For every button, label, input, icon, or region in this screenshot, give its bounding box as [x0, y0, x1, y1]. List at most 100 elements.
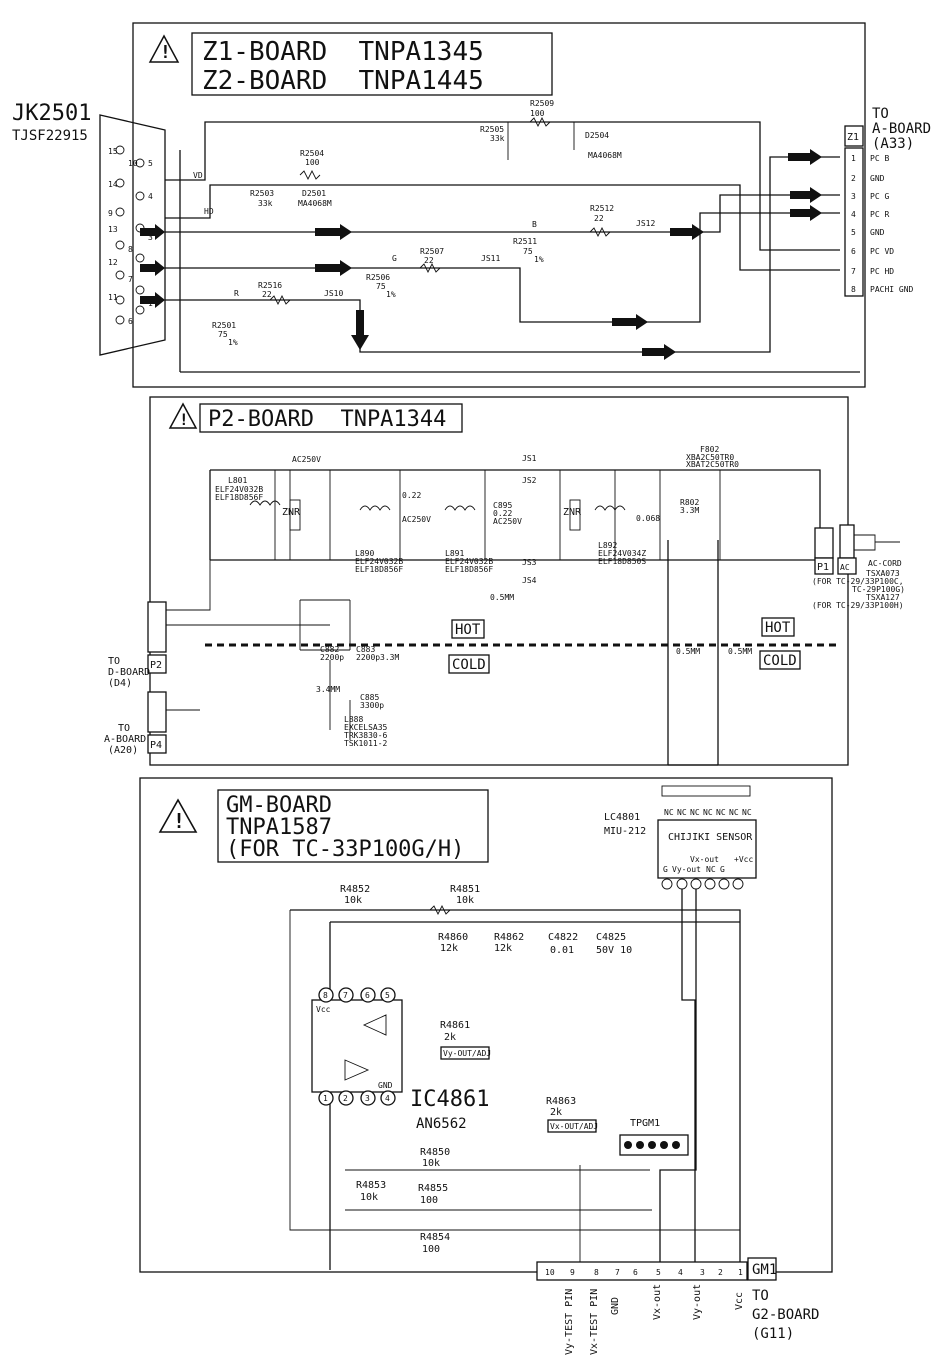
jk-pin-3: 3: [148, 233, 153, 242]
p2-right-loop: [667, 540, 719, 766]
r2505-value: 33k: [490, 134, 505, 143]
p2-connector-tag: [147, 654, 167, 674]
jk-connector-label: JK2501: [12, 101, 91, 126]
svg-text:2: 2: [718, 1268, 723, 1277]
svg-text:8: 8: [851, 285, 856, 294]
ic-opamp-lower: [344, 1059, 370, 1081]
cord-note1: (FOR TC-29/33P100C,: [812, 577, 904, 586]
jk-pin-4: 4: [148, 192, 153, 201]
ic-label: IC4861: [410, 1087, 489, 1112]
cord-note2: (FOR TC-29/33P100H): [812, 601, 904, 610]
p2-connector-body: [147, 601, 167, 653]
d2501-label: D2501: [302, 189, 326, 198]
r2516-label: R2516: [258, 281, 282, 290]
p1-connector-name: P1: [817, 562, 829, 573]
sensor-top-pins: NC NC NC NC NC NC NC: [661, 785, 752, 817]
r4854-value: 100: [422, 1244, 440, 1255]
sensor-name: CHIJIKI SENSOR: [668, 832, 753, 843]
p2-to-ref: (D4): [108, 678, 132, 689]
r4852-label: R4852: [340, 884, 370, 895]
r2512-value: 22: [594, 214, 604, 223]
p2-connector-name: P2: [150, 660, 162, 671]
gm1-connector-tag: [747, 1257, 777, 1281]
sensor-ref: LC4801: [604, 812, 640, 823]
vx-adj-box: [547, 1119, 597, 1133]
d2501-value: MA4068M: [298, 199, 332, 208]
js11-label: JS11: [481, 254, 500, 263]
z1-pin-pc-hd: PC HD: [870, 267, 894, 276]
c4825-value: 50V 10: [596, 945, 632, 956]
r2511-value: 75: [523, 247, 533, 256]
c883-value: 2200p: [356, 653, 380, 662]
svg-text:7: 7: [343, 991, 348, 1000]
p4-connector-name: P4: [150, 740, 162, 751]
l891-label: L891: [445, 549, 464, 558]
z1-connector-body: [844, 147, 864, 297]
hot-label-box-right: [761, 617, 795, 637]
hot-label-box-left: [451, 619, 485, 639]
r2501-value: 75: [218, 330, 228, 339]
svg-text:Vx-TEST PIN: Vx-TEST PIN: [589, 1289, 600, 1355]
r4862-label: R4862: [494, 932, 524, 943]
cord-note1b: TC-29P100G): [852, 585, 905, 594]
z1-pin-pachi-gnd: PACHI GND: [870, 285, 914, 294]
fuse-label: F802: [700, 445, 719, 454]
z1-title-line1: Z1-BOARD TNPA1345: [202, 37, 484, 67]
wire-vd: [165, 121, 840, 251]
p2-lower-wiring: [165, 560, 351, 740]
z1-connector-header: [844, 125, 864, 147]
net-hd-label: HD: [204, 207, 214, 216]
z1-title-box: [191, 32, 553, 96]
r4855-value: 100: [420, 1195, 438, 1206]
d2504-label: D2504: [585, 131, 609, 140]
ic-body: [311, 999, 403, 1093]
svg-text:1: 1: [738, 1268, 743, 1277]
r2512-symbol: [589, 226, 611, 238]
l888-label: L888: [344, 715, 363, 724]
c882-label: C882: [320, 645, 339, 654]
spacing-05mm: 0.5MM: [490, 593, 514, 602]
svg-text:5: 5: [385, 991, 390, 1000]
r2516-symbol: [269, 294, 291, 306]
l890-part2: ELF18D856F: [355, 565, 403, 574]
jk-pin-11: 11: [108, 293, 118, 302]
z1-to-label: TO: [872, 106, 889, 122]
r802-value: 3.3M: [680, 506, 699, 515]
gm1-to-label: TO: [752, 1288, 769, 1304]
ac-connector-tag: [837, 557, 857, 575]
svg-text:Vy-out: Vy-out: [672, 865, 701, 874]
sensor-body: [657, 819, 757, 879]
c4825-label: C4825: [596, 932, 626, 943]
svg-text:Vy-TEST PIN: Vy-TEST PIN: [564, 1289, 575, 1355]
svg-text:G: G: [663, 865, 668, 874]
cold-label-box-right: [759, 650, 801, 670]
p2-board-frame: [149, 396, 849, 766]
svg-text:3: 3: [851, 192, 856, 201]
jk-pin-5: 5: [148, 159, 153, 168]
gm-lower-wiring: [289, 910, 740, 1270]
r2511-tol: 1%: [534, 255, 544, 264]
js10-label: JS10: [324, 289, 343, 298]
gm-title-line1: GM-BOARD: [226, 793, 332, 818]
svg-text:2: 2: [851, 174, 856, 183]
z1-board-frame: [132, 22, 866, 388]
svg-text:7: 7: [615, 1268, 620, 1277]
c885-label: C885: [360, 693, 379, 702]
r2504-label: R2504: [300, 149, 324, 158]
ic-opamp-upper: [362, 1014, 387, 1036]
l890-part1: ELF24V032B: [355, 557, 403, 566]
r4853-value: 10k: [360, 1192, 378, 1203]
svg-text:7: 7: [851, 267, 856, 276]
r2503-value: 33k: [258, 199, 273, 208]
c883-label: C883: [356, 645, 375, 654]
z1-to-ref: (A33): [872, 136, 914, 152]
cold-label-left: COLD: [452, 657, 486, 673]
p2-title-box: [199, 403, 463, 433]
z1-to-board: A-BOARD: [872, 121, 931, 137]
warning-icon: !: [168, 402, 198, 429]
svg-text:6: 6: [851, 247, 856, 256]
r2504-value: 100: [305, 158, 320, 167]
r802-label: R802: [680, 498, 699, 507]
svg-text:NC: NC: [703, 808, 713, 817]
svg-text:+Vcc: +Vcc: [734, 855, 753, 864]
